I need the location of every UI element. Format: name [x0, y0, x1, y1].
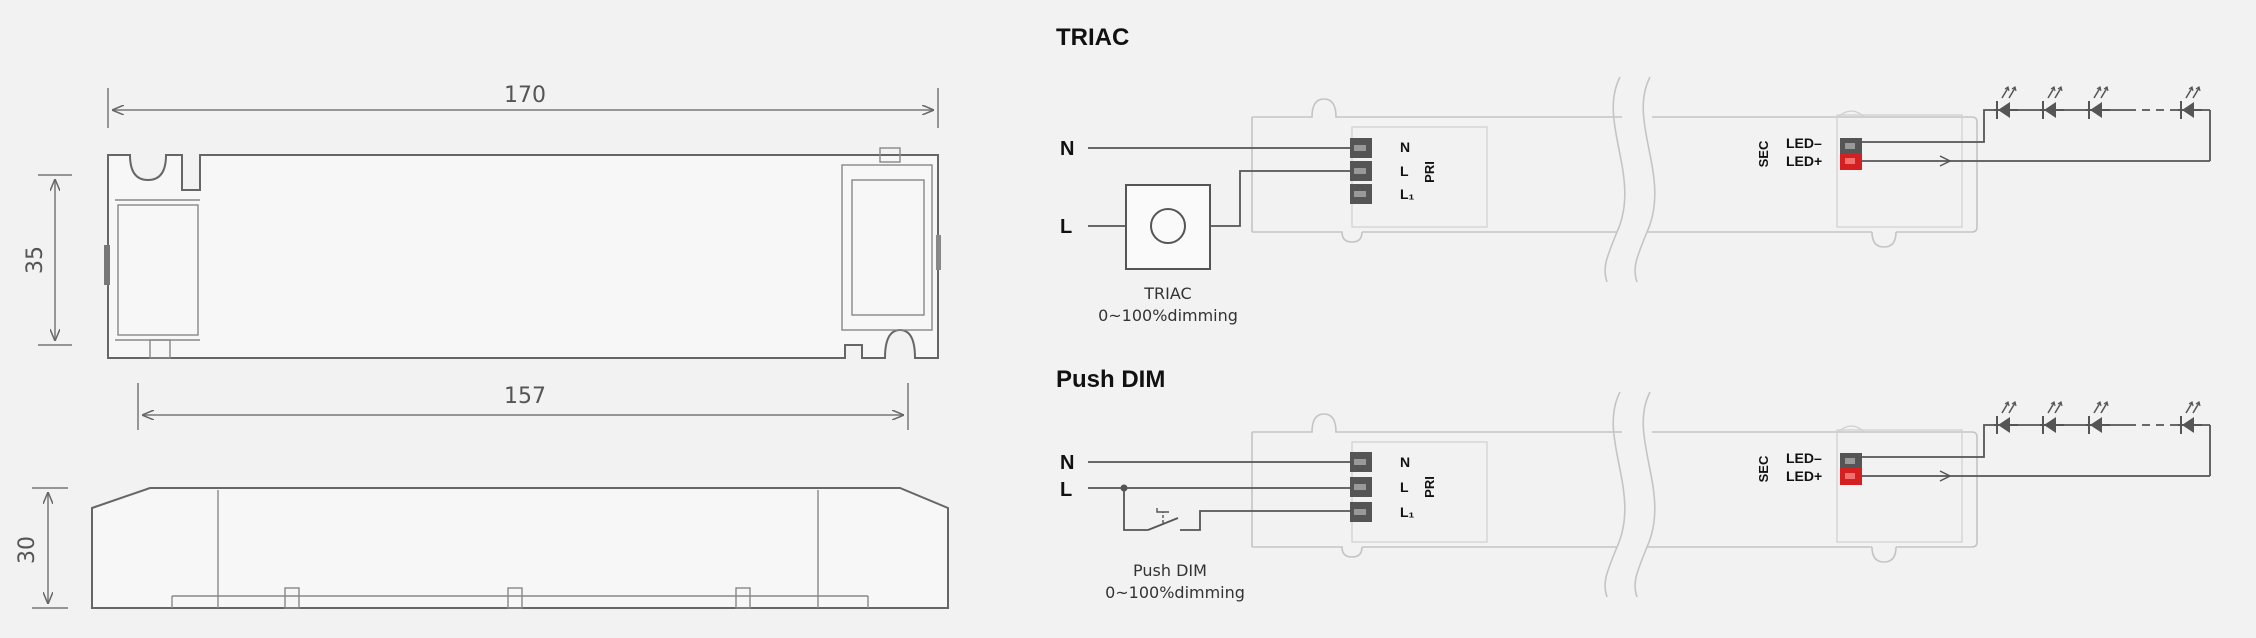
triac-title: TRIAC	[1056, 24, 1129, 51]
dimension-35: 35	[23, 246, 48, 274]
triac-dimmer-range: 0~100%dimming	[1098, 306, 1238, 325]
push-input-l: L	[1060, 479, 1072, 501]
push-pri-label: PRI	[1422, 476, 1437, 498]
led-icon	[2039, 86, 2065, 120]
push-dim-wiring-diagram: Push DIM N L Push DIM 0~100%dimming N L …	[1056, 366, 2211, 602]
triac-input-n: N	[1060, 138, 1074, 160]
triac-led-minus: LED–	[1786, 135, 1822, 151]
led-icon	[2085, 401, 2111, 435]
triac-terminal-n: N	[1400, 139, 1410, 155]
dimension-157: 157	[504, 384, 546, 409]
led-icon	[1993, 401, 2019, 435]
dimension-170: 170	[504, 83, 546, 108]
led-icon	[2039, 401, 2065, 435]
triac-wiring-diagram: TRIAC N L TRIAC 0~100%dimming N L L₁ PRI…	[1056, 24, 2211, 325]
push-led-minus: LED–	[1786, 450, 1822, 466]
led-icon	[2177, 86, 2203, 120]
led-icon	[2177, 401, 2203, 435]
push-terminal-l: L	[1400, 479, 1409, 495]
side-view-drawing: 30	[15, 487, 949, 609]
push-dimmer-range: 0~100%dimming	[1105, 583, 1245, 602]
push-terminal-l1: L₁	[1400, 504, 1415, 520]
led-icon	[1993, 86, 2019, 120]
triac-sec-label: SEC	[1756, 140, 1771, 167]
push-terminal-n: N	[1400, 454, 1410, 470]
push-sec-label: SEC	[1756, 455, 1771, 482]
triac-input-l: L	[1060, 216, 1072, 238]
push-led-plus: LED+	[1786, 468, 1822, 484]
triac-terminal-l: L	[1400, 163, 1409, 179]
dimension-30: 30	[15, 536, 40, 564]
triac-pri-label: PRI	[1422, 161, 1437, 183]
push-input-n: N	[1060, 452, 1074, 474]
top-view-drawing: 170 35 157	[23, 83, 941, 430]
triac-dimmer-label: TRIAC	[1143, 284, 1191, 303]
push-dimmer-label: Push DIM	[1133, 561, 1207, 580]
push-dim-title: Push DIM	[1056, 366, 1165, 393]
triac-terminal-l1: L₁	[1400, 186, 1415, 202]
led-icon	[2085, 86, 2111, 120]
triac-led-plus: LED+	[1786, 153, 1822, 169]
